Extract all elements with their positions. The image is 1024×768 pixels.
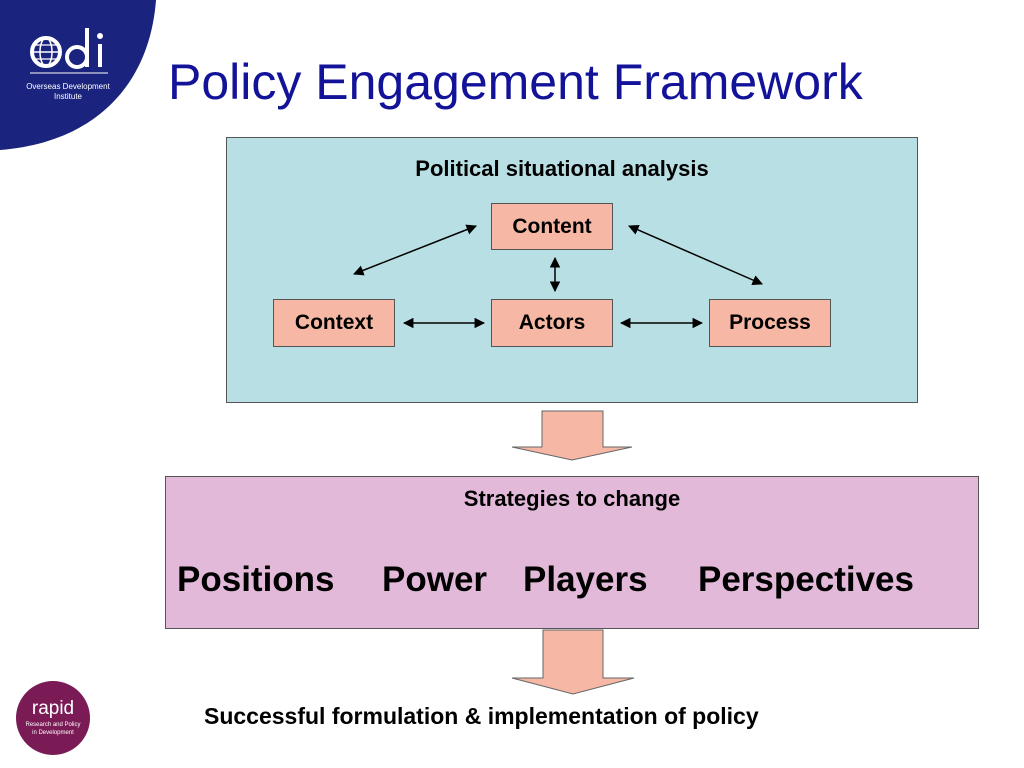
strategy-perspectives: Perspectives	[698, 560, 914, 599]
strategies-title: Strategies to change	[463, 486, 681, 511]
rapid-logo: rapid Research and Policy in Development	[16, 681, 90, 755]
analysis-panel	[226, 137, 918, 403]
odi-logo-mark	[30, 28, 108, 74]
down-arrow-1	[511, 410, 633, 461]
node-process: Process	[709, 299, 831, 347]
strategy-power: Power	[382, 560, 488, 599]
page-title: Policy Engagement Framework	[168, 54, 863, 110]
outcome-text: Successful formulation & implementation …	[204, 703, 759, 729]
rapid-tagline: Research and Policy in Development	[25, 722, 81, 736]
odi-org-name: Overseas Development Institute	[26, 82, 110, 101]
node-actors: Actors	[491, 299, 613, 347]
analysis-title: Political situational analysis	[415, 156, 709, 181]
down-arrow-2	[511, 629, 635, 695]
odi-logo-background	[0, 0, 156, 150]
strategy-players: Players	[523, 560, 648, 599]
node-content: Content	[491, 203, 613, 250]
strategies-panel	[165, 476, 979, 629]
strategy-positions: Positions	[177, 560, 335, 599]
rapid-wordmark: rapid	[31, 698, 75, 719]
node-context: Context	[273, 299, 395, 347]
